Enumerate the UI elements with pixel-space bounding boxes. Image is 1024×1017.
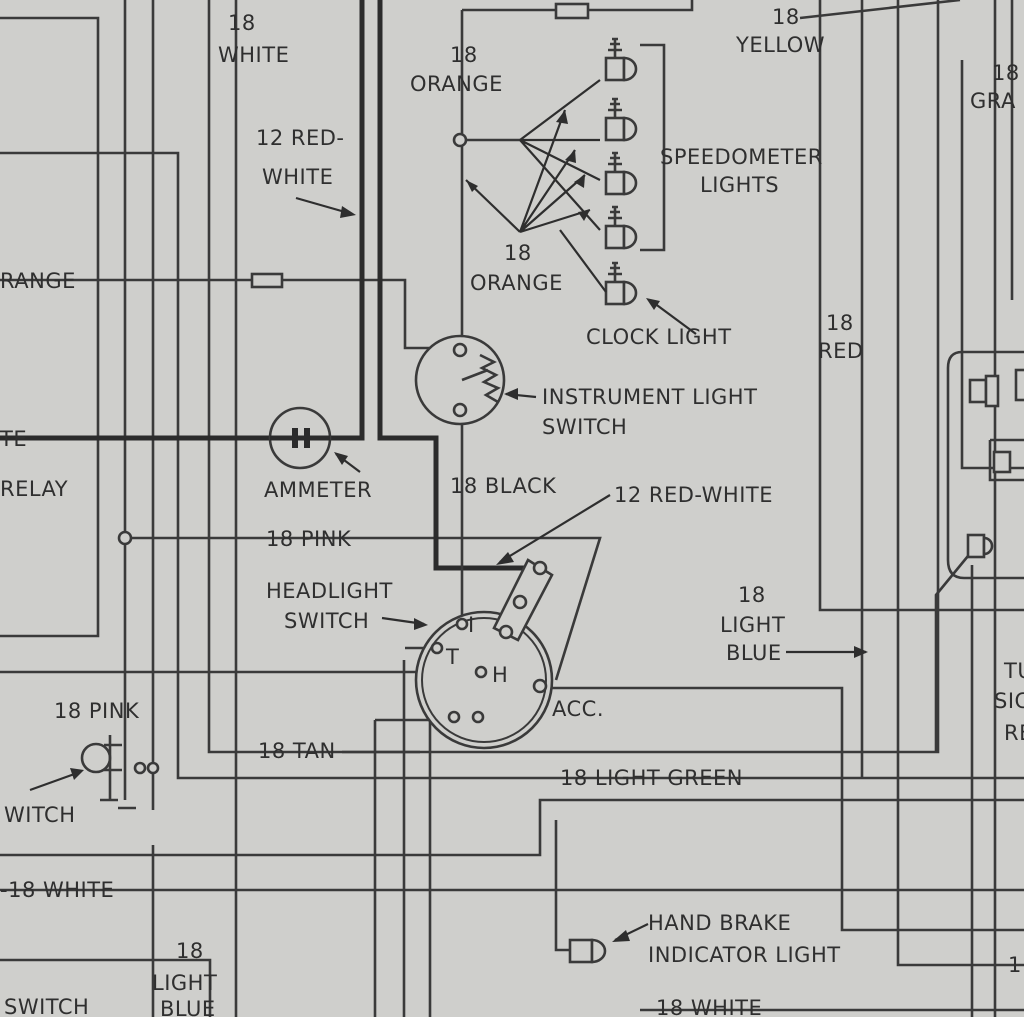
label-indicator-light: INDICATOR LIGHT: [648, 943, 841, 967]
label-12-red-white: 12 RED-: [256, 126, 345, 150]
label-18-gray-num: 18: [992, 61, 1020, 85]
label-tu-right: TU: [1003, 659, 1024, 683]
label-hand-brake: HAND BRAKE: [648, 911, 791, 935]
label-18-light-blue-bottom-1: LIGHT: [152, 971, 217, 995]
label-18-black: 18 BLACK: [450, 474, 557, 498]
label-18-white-num: 18: [228, 11, 256, 35]
label-18-white-bottom: 18 WHITE: [656, 996, 762, 1017]
label-18-yellow-num: 18: [772, 5, 800, 29]
label-18-gray: GRA: [970, 89, 1016, 113]
headlight-switch: [414, 558, 554, 750]
label-orange-left: RANGE: [0, 269, 76, 293]
label-18-light-blue-1: LIGHT: [720, 613, 785, 637]
label-te-left: TE: [0, 427, 27, 451]
label-instrument-light: INSTRUMENT LIGHT: [542, 385, 757, 409]
label-18-light-blue-num: 18: [738, 583, 766, 607]
label-18-red-num: 18: [826, 311, 854, 335]
label-18-light-blue-bottom-2: BLUE: [160, 997, 216, 1017]
label-instrument-switch: SWITCH: [542, 415, 627, 439]
label-headlight: HEADLIGHT: [266, 579, 393, 603]
label-12-red-white-2: WHITE: [262, 165, 333, 189]
lower-left-switch: [80, 735, 160, 810]
terminal-h: H: [492, 663, 508, 687]
label-18-light-blue-2: BLUE: [726, 641, 782, 665]
label-18-pink-left: 18 PINK: [54, 699, 140, 723]
resistor-left: [250, 272, 284, 289]
label-relay-left: RELAY: [0, 477, 68, 501]
label-18-yellow: YELLOW: [735, 33, 825, 57]
label-switch-left: WITCH: [4, 803, 76, 827]
label-18-white-left: -18 WHITE: [0, 878, 114, 902]
label-speedometer-lights-2: LIGHTS: [700, 173, 779, 197]
label-re-right: RE: [1004, 721, 1024, 745]
speedometer-bulbs: [604, 37, 666, 252]
label-ammeter: AMMETER: [264, 478, 372, 502]
label-18-tan: 18 TAN: [258, 739, 336, 763]
orange-junction: [452, 132, 468, 148]
label-18-orange-top-num: 18: [450, 43, 478, 67]
label-one-right: 1: [1008, 953, 1022, 977]
orange-fanout-arrows: [465, 79, 607, 293]
label-sic-right: SIC: [994, 689, 1024, 713]
label-18-pink-center: 18 PINK: [266, 527, 352, 551]
ammeter: [268, 406, 332, 470]
resistor-top: [554, 2, 590, 20]
clock-light-bulb: [604, 261, 638, 306]
label-switch-bottom: SWITCH: [4, 995, 89, 1017]
label-18-orange-mid-num: 18: [504, 241, 532, 265]
terminal-i: I: [468, 613, 475, 637]
pink-junction: [117, 530, 133, 546]
label-18-red: RED: [818, 339, 864, 363]
turn-signal-relay-box: [934, 350, 1024, 752]
hand-brake-indicator-light: [568, 938, 607, 964]
terminal-t: T: [445, 645, 459, 669]
label-headlight-switch: SWITCH: [284, 609, 369, 633]
label-18-orange-mid: ORANGE: [470, 271, 563, 295]
label-18-light-blue-bottom-num: 18: [176, 939, 204, 963]
label-clock-light: CLOCK LIGHT: [586, 325, 732, 349]
label-12-red-white-b: 12 RED-WHITE: [614, 483, 773, 507]
label-18-orange-top: ORANGE: [410, 72, 503, 96]
labels: 18 WHITE 12 RED- WHITE 18 ORANGE 18 ORAN…: [0, 5, 1024, 1017]
label-18-light-green: 18 LIGHT GREEN: [560, 766, 743, 790]
label-acc: ACC.: [552, 697, 604, 721]
label-18-white: WHITE: [218, 43, 289, 67]
label-speedometer-lights-1: SPEEDOMETER: [660, 145, 823, 169]
instrument-light-switch: [414, 334, 506, 426]
